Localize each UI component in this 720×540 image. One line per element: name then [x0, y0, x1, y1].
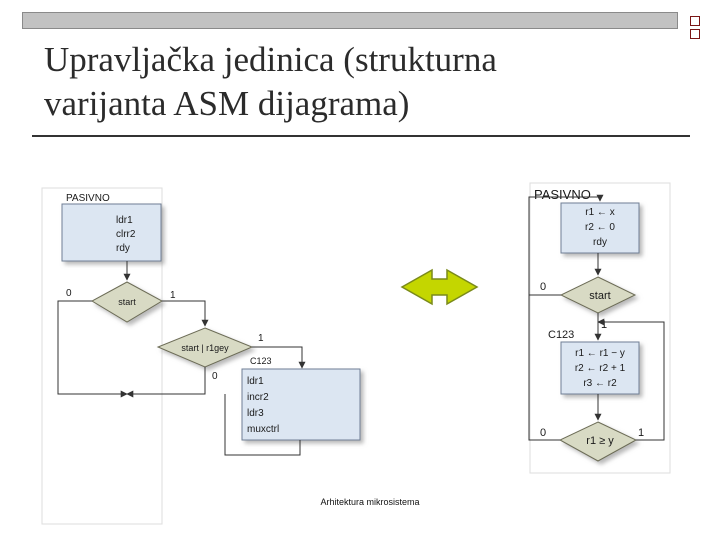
- left-false-loop: [57, 300, 128, 398]
- right-asm-diagram: PASIVNO r1 ← x r2 ← 0 rdy start 0 1 C123…: [528, 182, 671, 474]
- left-state-c123-box: [241, 368, 361, 441]
- right-state-pasivno-op: rdy: [593, 237, 607, 248]
- title-line-1: Upravljačka jedinica (strukturna: [44, 40, 497, 79]
- left-decision-r1gey-true: 1: [258, 333, 264, 344]
- right-decision-r1gey-false: 0: [540, 427, 546, 439]
- right-state-c123-op: r3 ← r2: [583, 378, 617, 389]
- right-decision-start-false: 0: [540, 281, 546, 293]
- double-arrow-icon: [400, 268, 479, 306]
- right-r1gey-true-loop: [597, 318, 665, 441]
- left-to-c123: [252, 346, 306, 369]
- left-diagram-frame: [41, 187, 163, 525]
- left-asm-diagram: PASIVNO ldr1 clrr2 rdy start 0 1 start |…: [41, 187, 361, 525]
- title-line-2: varijanta ASM dijagrama): [44, 84, 410, 123]
- right-state-c123-op: r2 ← r2 + 1: [575, 363, 626, 374]
- right-false-loop: [528, 194, 604, 296]
- right-state-pasivno-op: r2 ← 0: [585, 222, 615, 233]
- right-decision-r1gey: [558, 421, 638, 462]
- left-state-pasivno-box: [61, 203, 162, 262]
- left-decision-r1gey-false: 0: [212, 371, 218, 382]
- left-state-pasivno-output: rdy: [116, 243, 130, 254]
- slide-title: Upravljačka jedinica (strukturna varijan…: [44, 38, 497, 126]
- right-decision-r1gey-label: r1 ≥ y: [586, 435, 614, 447]
- left-state-pasivno-output: ldr1: [116, 215, 133, 226]
- left-r1gey-false-loop: [126, 367, 206, 398]
- slide-footer: Arhitektura mikrosistema: [320, 497, 420, 507]
- right-decision-start-label: start: [589, 290, 610, 302]
- right-state-c123-label: C123: [548, 329, 574, 341]
- left-decision-start-false: 0: [66, 288, 72, 299]
- left-state-c123-output: ldr3: [247, 408, 264, 419]
- left-state-c123-output: muxctrl: [247, 424, 279, 435]
- left-state-c123-label: C123: [250, 356, 272, 366]
- right-decision-r1gey-true: 1: [638, 427, 644, 439]
- left-decision-start-label: start: [118, 297, 136, 307]
- right-diagram-frame: [529, 182, 671, 474]
- right-state-pasivno-box: [560, 202, 640, 254]
- right-decision-start-true: 1: [601, 319, 607, 331]
- decor-square: [690, 29, 700, 39]
- title-underline: [32, 135, 690, 137]
- right-r1gey-false-loop: [528, 295, 560, 441]
- right-state-pasivno-label: PASIVNO: [534, 187, 591, 202]
- left-true-branch: [162, 300, 209, 327]
- title-decor-bar: [22, 12, 678, 29]
- right-state-c123-op: r1 ← r1 − y: [575, 348, 625, 359]
- left-decision-r1gey-label: start | r1gey: [181, 343, 229, 353]
- right-state-pasivno-op: r1 ← x: [585, 207, 614, 218]
- decor-square: [690, 16, 700, 26]
- right-state-c123-box: [560, 341, 640, 395]
- left-decision-start-true: 1: [170, 290, 176, 301]
- left-state-pasivno-label: PASIVNO: [66, 193, 110, 204]
- left-state-c123-output: ldr1: [247, 376, 264, 387]
- left-c123-loop: [224, 394, 301, 456]
- left-state-c123-output: incr2: [247, 392, 269, 403]
- left-decision-start: [90, 281, 164, 323]
- left-state-pasivno-output: clrr2: [116, 229, 136, 240]
